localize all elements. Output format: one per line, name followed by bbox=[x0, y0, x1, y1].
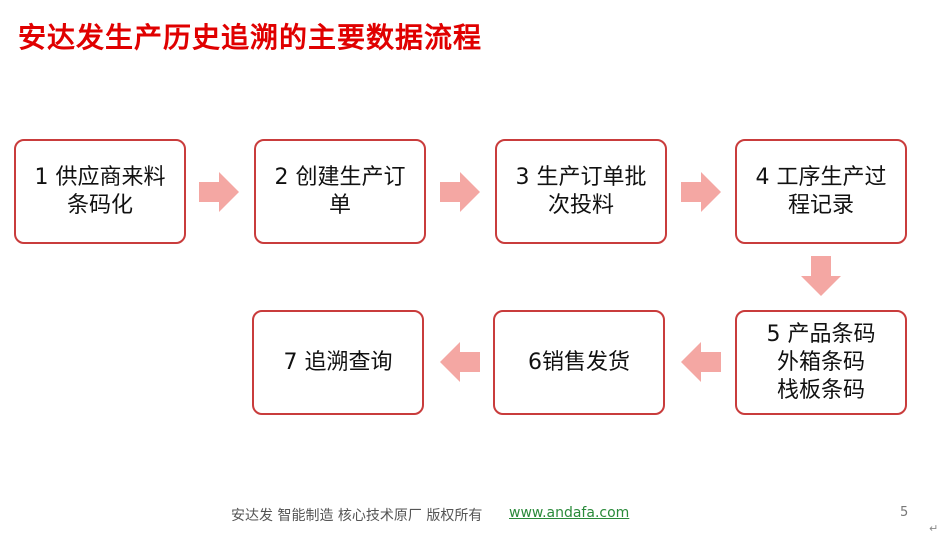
step-4-label: 4 工序生产过 程记录 bbox=[755, 164, 887, 218]
step-2-label: 2 创建生产订 单 bbox=[274, 164, 406, 218]
step-4-process-record: 4 工序生产过 程记录 bbox=[735, 139, 907, 244]
step-1-supplier-barcode: 1 供应商来料 条码化 bbox=[14, 139, 186, 244]
arrow-right-icon bbox=[440, 172, 480, 212]
step-1-label: 1 供应商来料 条码化 bbox=[34, 164, 166, 218]
page-number: 5 bbox=[900, 505, 909, 520]
step-3-batch-feeding: 3 生产订单批 次投料 bbox=[495, 139, 667, 244]
step-2-create-order: 2 创建生产订 单 bbox=[254, 139, 426, 244]
paragraph-mark-icon: ↵ bbox=[929, 522, 939, 535]
step-7-trace-query: 7 追溯查询 bbox=[252, 310, 424, 415]
arrow-left-icon bbox=[681, 342, 721, 382]
step-6-sales-shipment: 6销售发货 bbox=[493, 310, 665, 415]
footer-website-link[interactable]: www.andafa.com bbox=[509, 505, 630, 521]
step-7-label: 7 追溯查询 bbox=[283, 349, 393, 375]
page-title: 安达发生产历史追溯的主要数据流程 bbox=[18, 21, 483, 54]
arrow-right-icon bbox=[681, 172, 721, 212]
arrow-right-icon bbox=[199, 172, 239, 212]
step-6-label: 6销售发货 bbox=[528, 349, 630, 375]
footer-company-text: 安达发 智能制造 核心技术原厂 版权所有 bbox=[231, 508, 483, 524]
arrow-left-icon bbox=[440, 342, 480, 382]
step-5-product-barcodes: 5 产品条码 外箱条码 栈板条码 bbox=[735, 310, 907, 415]
arrow-down-icon bbox=[801, 256, 841, 296]
step-3-label: 3 生产订单批 次投料 bbox=[515, 164, 647, 218]
step-5-label: 5 产品条码 外箱条码 栈板条码 bbox=[766, 321, 876, 403]
